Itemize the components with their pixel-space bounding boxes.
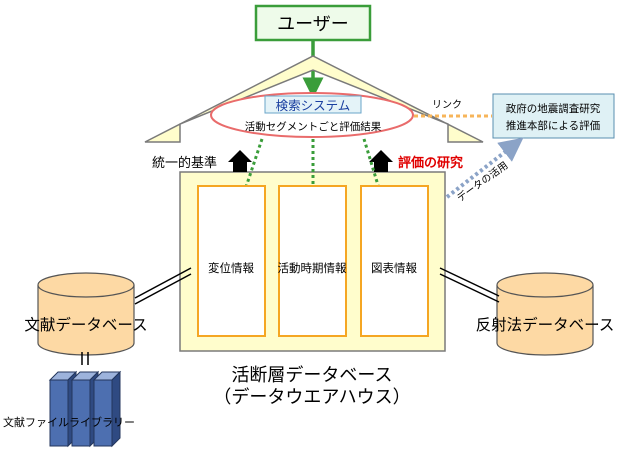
hq-line1: 政府の地震調査研究 [506,102,601,115]
panel-activity-period: 活動時期情報 [278,185,347,337]
panel-label: 図表情報 [371,261,417,275]
warehouse-roof [144,55,484,143]
search-subtitle: 活動セグメントごと評価結果 [245,120,382,133]
search-title: 検索システム [276,98,351,113]
warehouse-title: 活断層データベース [231,365,392,386]
left-connector-line [134,267,192,299]
panel-label: 変位情報 [208,261,254,275]
hq-box: 政府の地震調査研究 推進本部による評価 [492,93,615,139]
panel-figures: 図表情報 [360,185,429,337]
right-connector-line [439,267,500,297]
library-label: 文献ファイルライブラリー [3,415,135,429]
left-up-arrow [228,150,252,172]
literature-database: 文献データベース [24,272,148,356]
search-system: 検索システム 活動セグメントごと評価結果 [210,92,414,138]
user-node: ユーザー [254,4,372,42]
right-label: 評価の研究 [398,155,463,171]
hq-line2: 推進本部による評価 [506,119,600,132]
user-label: ユーザー [277,14,349,35]
right-connector-line [439,273,500,303]
panel-displacement: 変位情報 [197,185,266,337]
literature-db-label: 文献データベース [24,315,147,334]
left-label: 統一的基準 [152,155,217,171]
link-label: リンク [432,99,462,111]
left-connector-line [134,273,192,305]
reflection-database: 反射法データベース [476,272,615,356]
warehouse-subtitle: （データウエアハウス） [213,387,410,408]
panel-label: 活動時期情報 [278,261,347,275]
data-use-arrow [445,137,524,199]
library-books-icon [48,370,122,448]
right-up-arrow [369,150,393,172]
reflection-db-label: 反射法データベース [476,315,615,334]
